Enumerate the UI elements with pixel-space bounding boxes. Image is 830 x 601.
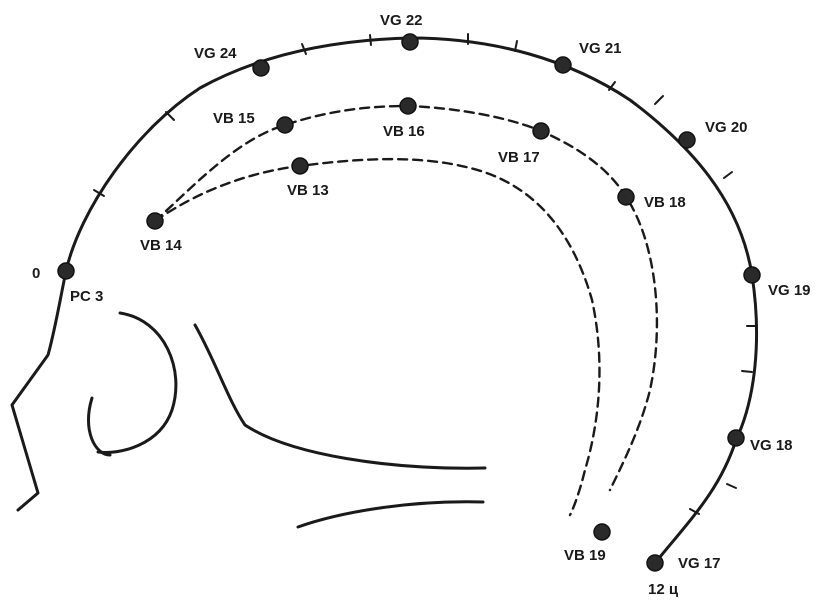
label-zero-mark: 0 — [32, 265, 40, 282]
point-vg19 — [744, 267, 760, 283]
point-vb19 — [594, 524, 610, 540]
label-vb18: VB 18 — [644, 194, 686, 211]
point-vg24 — [253, 60, 269, 76]
jaw-lower-line — [298, 502, 483, 527]
point-vg17 — [647, 555, 663, 571]
label-vg22: VG 22 — [380, 12, 423, 29]
tick-mark — [166, 112, 174, 120]
label-vb16: VB 16 — [383, 123, 425, 140]
point-vb18 — [618, 189, 634, 205]
point-vb16 — [400, 98, 416, 114]
point-vb13 — [292, 158, 308, 174]
point-pc3 — [58, 263, 74, 279]
ear-inner-contour — [88, 398, 110, 455]
tick-mark — [655, 96, 663, 104]
point-vg20 — [679, 132, 695, 148]
label-vb15: VB 15 — [213, 110, 255, 127]
tick-mark — [727, 484, 736, 488]
tick-mark — [742, 371, 752, 372]
label-vg21: VG 21 — [579, 40, 622, 57]
label-twelve-mark: 12 ц — [648, 581, 679, 598]
tick-mark — [724, 172, 732, 178]
meridian-outer-dashed — [155, 106, 657, 490]
label-vb14: VB 14 — [140, 237, 182, 254]
label-vg17: VG 17 — [678, 555, 721, 572]
label-pc3: PC 3 — [70, 288, 103, 305]
point-vb14 — [147, 213, 163, 229]
label-vg24: VG 24 — [194, 45, 237, 62]
face-profile — [12, 271, 66, 510]
label-vb19: VB 19 — [564, 547, 606, 564]
label-vb17: VB 17 — [498, 149, 540, 166]
jaw-upper-line — [195, 325, 485, 468]
label-vg18: VG 18 — [750, 437, 793, 454]
point-vb17 — [533, 123, 549, 139]
point-vb15 — [277, 117, 293, 133]
ear-outer-contour — [98, 313, 176, 453]
label-vg19: VG 19 — [768, 282, 811, 299]
label-vb13: VB 13 — [287, 182, 329, 199]
tick-mark — [370, 35, 371, 45]
label-vg20: VG 20 — [705, 119, 748, 136]
point-vg22 — [402, 34, 418, 50]
point-vg18 — [728, 430, 744, 446]
point-vg21 — [555, 57, 571, 73]
